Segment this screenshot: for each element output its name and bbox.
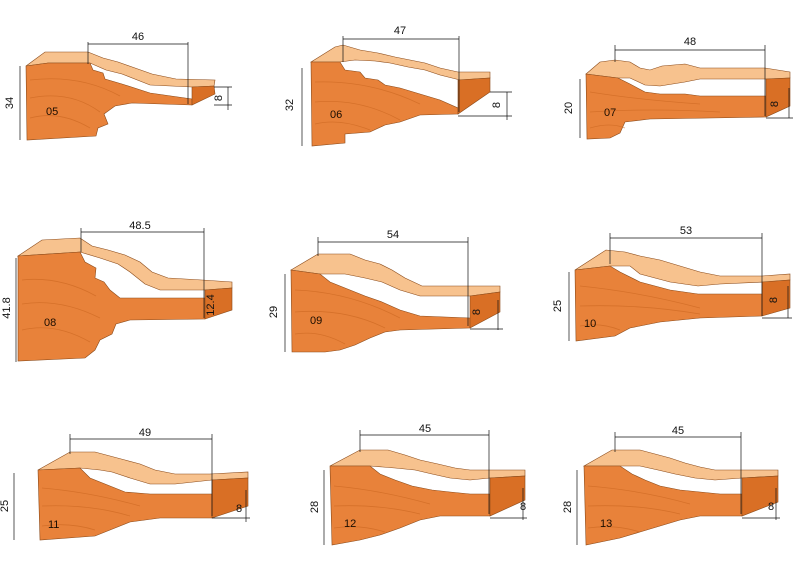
profile-code: 08 (44, 317, 56, 329)
profile-06: 47 32 8 06 (284, 25, 512, 147)
depth-dimension: 8 (769, 101, 781, 107)
wood-grain (333, 485, 431, 533)
profile-side-face (191, 85, 216, 106)
profile-top-face (574, 249, 791, 287)
profile-front-face (25, 62, 193, 141)
profile-09: 54 29 8 09 (268, 229, 503, 353)
profile-top-face (309, 44, 491, 81)
profile-code: 07 (604, 107, 616, 119)
height-dimension: 28 (309, 501, 321, 513)
profile-top-face (582, 449, 779, 481)
profile-13: 45 28 8 13 (562, 425, 780, 546)
height-dimension: 20 (563, 102, 575, 114)
profile-side-face (211, 477, 249, 519)
profile-11: 49 25 8 11 (0, 427, 250, 541)
dimension-lines (568, 233, 792, 341)
profile-top-face (16, 237, 233, 291)
width-dimension: 48.5 (129, 220, 150, 232)
height-dimension: 34 (4, 97, 16, 109)
profile-code: 05 (46, 106, 58, 118)
depth-dimension: 12.4 (205, 294, 217, 315)
profile-code: 09 (310, 315, 322, 327)
profile-08: 48.5 41.8 12.4 08 (1, 220, 233, 362)
wood-grain (294, 289, 401, 345)
wood-grain (314, 81, 421, 131)
width-dimension: 49 (139, 427, 151, 439)
profile-07: 48 20 8 07 (563, 36, 793, 140)
height-dimension: 32 (284, 99, 296, 111)
width-dimension: 47 (394, 25, 406, 37)
dimension-lines (284, 237, 503, 352)
depth-dimension: 8 (520, 501, 526, 513)
profile-10: 53 25 8 10 (552, 225, 792, 342)
width-dimension: 53 (680, 225, 692, 237)
profile-top-face (290, 253, 501, 297)
dimension-lines (301, 36, 512, 146)
profile-05: 46 34 8 05 (4, 31, 232, 141)
dimension-lines (579, 45, 793, 138)
profile-code: 06 (330, 109, 342, 121)
profile-code: 13 (600, 518, 612, 530)
profile-top-face (25, 51, 216, 88)
wood-grain (589, 91, 721, 129)
width-dimension: 45 (672, 425, 684, 437)
dimension-lines (323, 430, 527, 545)
profile-code: 10 (584, 318, 596, 330)
profile-side-face (469, 291, 501, 329)
width-dimension: 45 (419, 423, 431, 435)
profile-front-face (290, 269, 471, 353)
profile-top-face (329, 449, 526, 481)
profile-side-face (741, 475, 779, 517)
dimension-lines (576, 432, 780, 545)
wood-grain (21, 279, 101, 343)
wood-grain (41, 487, 141, 531)
profile-12: 45 28 8 12 (309, 423, 527, 546)
height-dimension: 29 (268, 306, 280, 318)
dimension-lines (15, 228, 205, 362)
dimension-lines (13, 434, 250, 540)
depth-dimension: 8 (236, 503, 242, 515)
profile-code: 11 (48, 519, 59, 531)
width-dimension: 54 (387, 229, 399, 241)
width-dimension: 48 (684, 36, 696, 48)
height-dimension: 25 (552, 300, 564, 312)
profile-side-face (457, 77, 491, 115)
depth-dimension: 8 (471, 309, 483, 315)
wood-grain (587, 485, 691, 533)
profile-code: 12 (344, 518, 356, 530)
profile-side-face (765, 77, 791, 118)
depth-dimension: 8 (768, 297, 780, 303)
height-dimension: 41.8 (1, 297, 13, 318)
profile-side-face (204, 287, 233, 320)
width-dimension: 46 (132, 31, 144, 43)
height-dimension: 28 (562, 501, 574, 513)
wood-grain (579, 285, 701, 331)
wood-grain (29, 78, 121, 129)
profile-top-face (37, 451, 249, 485)
depth-dimension: 8 (491, 102, 503, 108)
profile-top-face (585, 59, 791, 87)
dimension-lines (19, 42, 232, 140)
depth-dimension: 8 (213, 95, 225, 101)
depth-dimension: 8 (768, 501, 774, 513)
profile-front-face (310, 61, 459, 147)
height-dimension: 25 (0, 500, 11, 512)
profile-front-face (17, 251, 206, 362)
profile-side-face (489, 475, 526, 517)
